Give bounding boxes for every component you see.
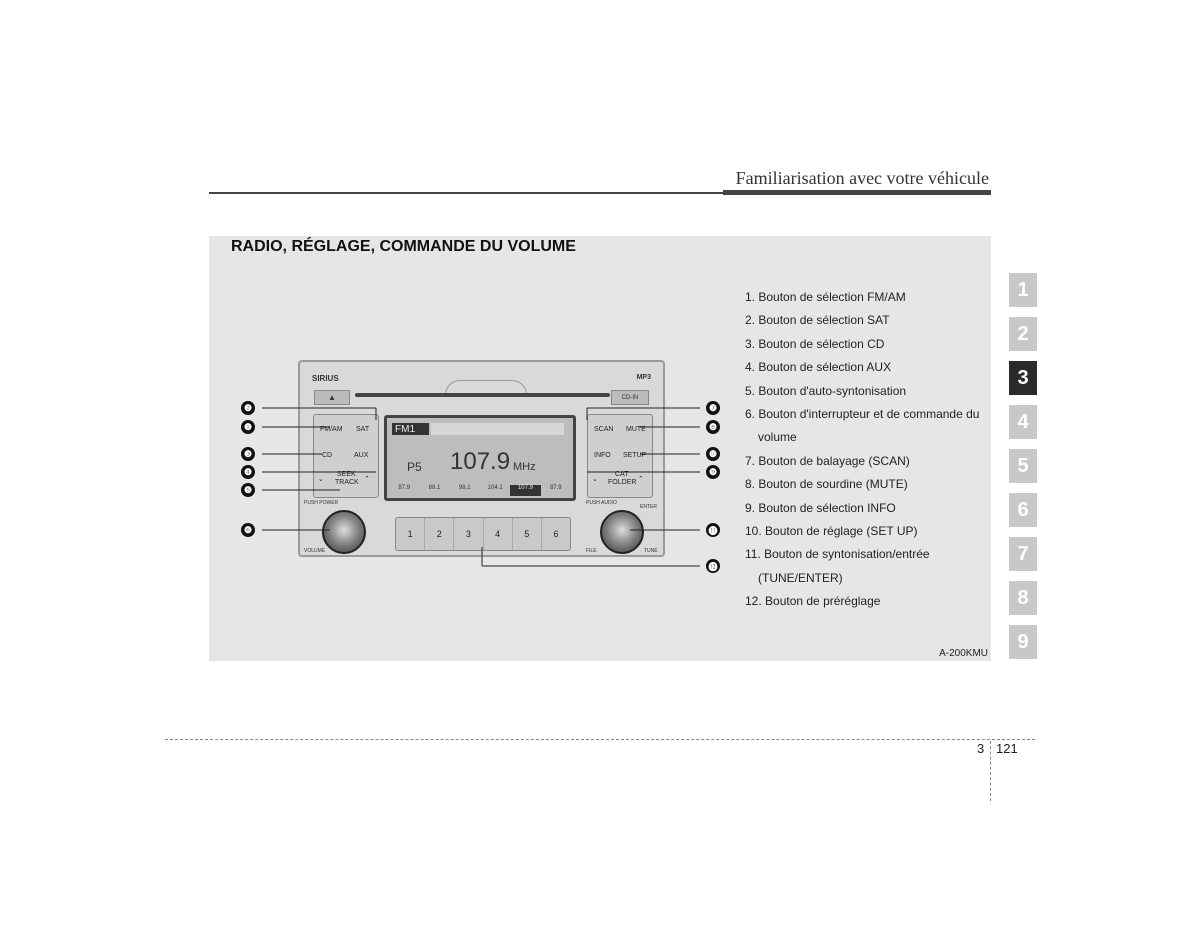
preset-frequency: 104.1 xyxy=(487,485,503,491)
callout-8: ❽ xyxy=(706,420,720,434)
preset-button: 6 xyxy=(553,529,559,539)
callout-2: ❷ xyxy=(241,401,255,415)
file-label: FILE xyxy=(586,548,597,554)
seek-down-icon: ⌄ xyxy=(318,476,324,483)
chapter-tab-5[interactable]: 5 xyxy=(1009,449,1037,483)
preset-frequency: 98.1 xyxy=(458,485,471,491)
chapter-tab-7[interactable]: 7 xyxy=(1009,537,1037,571)
enter-label: ENTER xyxy=(640,504,657,510)
legend-item: 12. Bouton de préréglage xyxy=(745,594,881,609)
callout-5: ❺ xyxy=(241,483,255,497)
footer-divider xyxy=(990,741,991,801)
seek-up-icon: ⌃ xyxy=(364,476,370,483)
aux-button: AUX xyxy=(354,452,369,459)
chapter-tab-1[interactable]: 1 xyxy=(1009,273,1037,307)
sat-button: SAT xyxy=(356,426,370,433)
cat-label: CAT xyxy=(615,471,629,478)
callout-11: ⓫ xyxy=(706,523,720,537)
display-preset-row: 87.9 88.1 98.1 104.1 107.9 87.9 xyxy=(389,485,571,496)
legend-item: 4. Bouton de sélection AUX xyxy=(745,360,892,375)
legend-item: 2. Bouton de sélection SAT xyxy=(745,313,890,328)
chapter-tab-3-active[interactable]: 3 xyxy=(1009,361,1037,395)
cd-slot xyxy=(355,393,610,397)
chapter-tab-8[interactable]: 8 xyxy=(1009,581,1037,615)
legend-item: 8. Bouton de sourdine (MUTE) xyxy=(745,477,908,492)
sirius-logo: SIRIUS xyxy=(312,374,339,383)
chapter-tab-4[interactable]: 4 xyxy=(1009,405,1037,439)
cat-down-icon: ⌄ xyxy=(592,476,598,483)
folder-label: FOLDER xyxy=(608,479,637,486)
display-preset: P5 xyxy=(407,460,422,474)
mute-button: MUTE xyxy=(626,426,646,433)
mp3-logo: MP3 xyxy=(636,374,651,381)
preset-frequency: 88.1 xyxy=(428,485,441,491)
header-accent-bar xyxy=(723,190,991,195)
left-button-group: FM/AM SAT CD AUX ⌄ SEEK TRACK ⌃ xyxy=(313,414,379,498)
legend-item-continued: volume xyxy=(758,430,797,445)
display-band: FM1 xyxy=(392,423,429,435)
cd-button: CD xyxy=(322,452,333,459)
chapter-tab-6[interactable]: 6 xyxy=(1009,493,1037,527)
chapter-tab-9[interactable]: 9 xyxy=(1009,625,1037,659)
legend-item: 7. Bouton de balayage (SCAN) xyxy=(745,453,910,468)
radio-unit-illustration: SIRIUS MP3 ▲ CD-IN FM/AM SAT CD AUX ⌄ SE… xyxy=(298,360,665,557)
cat-up-icon: ⌃ xyxy=(638,476,644,483)
callout-12: ⓬ xyxy=(706,559,720,573)
chapter-tabs: 1 2 3 4 5 6 7 8 9 xyxy=(1009,273,1037,669)
legend-item: 9. Bouton de sélection INFO xyxy=(745,500,896,515)
callout-7: ❼ xyxy=(706,401,720,415)
legend-item-continued: (TUNE/ENTER) xyxy=(758,570,843,585)
preset-button: 5 xyxy=(513,518,542,550)
footer-chapter: 3 xyxy=(977,741,985,756)
radio-display: FM1 P5 107.9 MHz 87.9 88.1 98.1 104.1 10… xyxy=(384,415,576,501)
tune-knob xyxy=(600,510,644,554)
eject-button: ▲ xyxy=(314,390,350,405)
section-title: RADIO, RÉGLAGE, COMMANDE DU VOLUME xyxy=(231,238,576,255)
right-button-group: SCAN MUTE INFO SETUP ⌄ CAT FOLDER ⌃ xyxy=(587,414,653,498)
chapter-tab-2[interactable]: 2 xyxy=(1009,317,1037,351)
preset-frequency: 87.9 xyxy=(549,485,562,491)
footer-rule xyxy=(165,739,1035,740)
display-unit: MHz xyxy=(513,461,536,473)
push-power-label: PUSH POWER xyxy=(304,500,339,506)
setup-button: SETUP xyxy=(623,452,647,459)
scan-button: SCAN xyxy=(594,426,614,433)
header-rule xyxy=(209,192,991,194)
preset-frequency: 87.9 xyxy=(398,485,410,491)
legend-item: 5. Bouton d'auto-syntonisation xyxy=(745,383,907,398)
header-title: Familiarisation avec votre véhicule xyxy=(735,168,989,188)
callout-1: ❶ xyxy=(241,420,255,434)
preset-button: 2 xyxy=(425,518,455,550)
legend-item: 3. Bouton de sélection CD xyxy=(745,336,885,351)
callout-10: ❿ xyxy=(706,447,720,461)
preset-button: 4 xyxy=(484,518,513,550)
tune-label: TUNE xyxy=(644,548,658,554)
display-frequency: 107.9 xyxy=(450,448,511,475)
volume-label: VOLUME xyxy=(304,548,326,554)
track-label: TRACK xyxy=(335,479,359,486)
callout-4: ❹ xyxy=(241,465,255,479)
legend-item: 11. Bouton de syntonisation/entrée xyxy=(745,547,930,562)
legend-item: 1. Bouton de sélection FM/AM xyxy=(745,290,906,304)
callout-6: ❻ xyxy=(241,523,255,537)
push-audio-label: PUSH AUDIO xyxy=(586,500,617,506)
page-number: 121 xyxy=(996,741,1018,756)
preset-frequency-selected: 107.9 xyxy=(510,485,541,496)
callout-9: ❾ xyxy=(706,465,720,479)
fmam-button: FM/AM xyxy=(320,426,343,433)
info-button: INFO xyxy=(594,452,611,459)
volume-knob xyxy=(322,510,366,554)
legend-item: 6. Bouton d'interrupteur et de commande … xyxy=(745,407,980,422)
preset-button: 3 xyxy=(454,518,484,550)
preset-button: 1 xyxy=(396,518,426,550)
cd-in-indicator: CD-IN xyxy=(611,390,649,405)
seek-label: SEEK xyxy=(337,471,356,478)
legend-item: 10. Bouton de réglage (SET UP) xyxy=(745,524,918,539)
figure-reference-code: A-200KMU xyxy=(939,648,988,659)
preset-buttons: 1 2 3 4 5 6 xyxy=(395,517,571,551)
callout-3: ❸ xyxy=(241,447,255,461)
legend-list: 1. Bouton de sélection FM/AM 2. Bouton d… xyxy=(745,286,995,614)
display-info-bar xyxy=(431,423,564,435)
